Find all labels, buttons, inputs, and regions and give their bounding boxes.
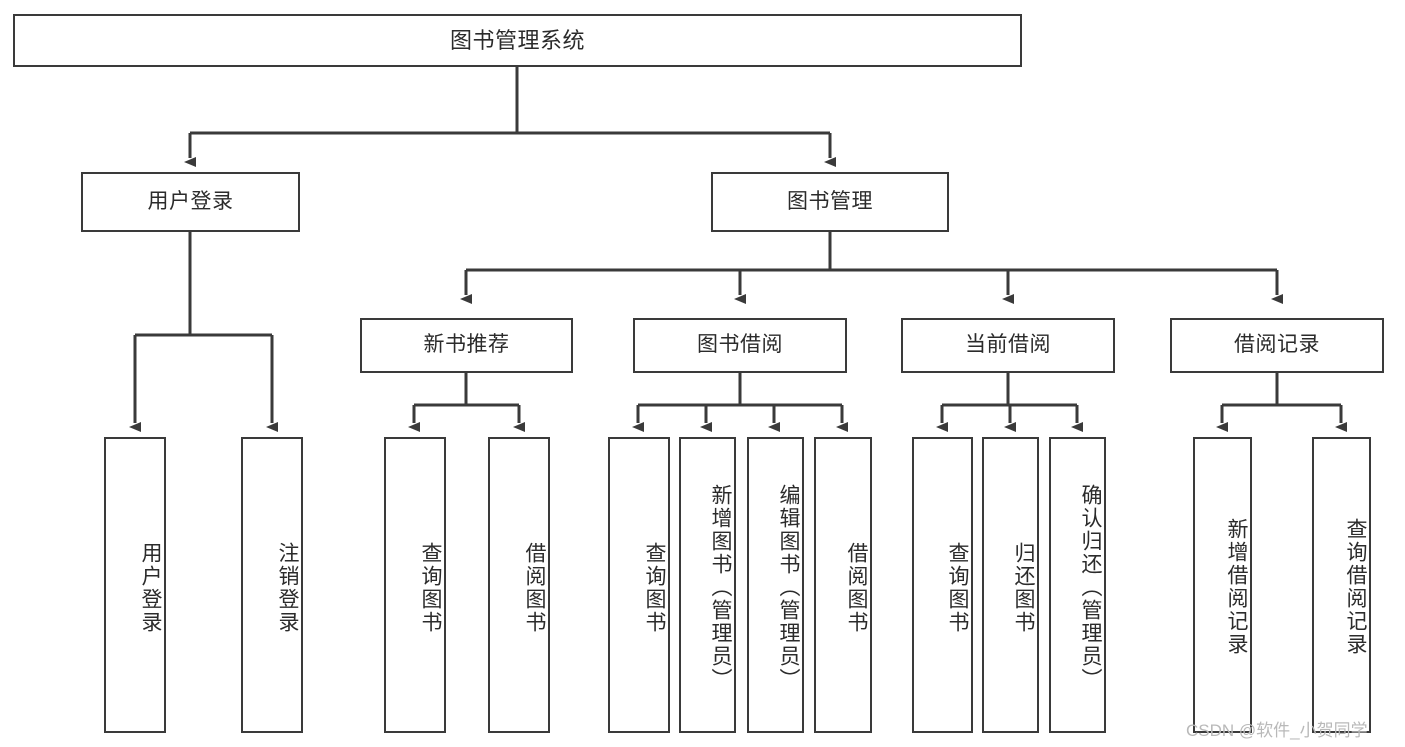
node-current-borrow[interactable]: 当前借阅 xyxy=(901,318,1115,373)
leaf-user-login-login[interactable]: 用户登录 xyxy=(104,437,166,733)
leaf-new-book-query[interactable]: 查询图书 xyxy=(384,437,446,733)
leaf-current-borrow-confirm-admin[interactable]: 确认归还（管理员） xyxy=(1049,437,1106,733)
leaf-book-borrow-query[interactable]: 查询图书 xyxy=(608,437,670,733)
node-book-management[interactable]: 图书管理 xyxy=(711,172,949,232)
leaf-book-borrow-edit-admin[interactable]: 编辑图书（管理员） xyxy=(747,437,804,733)
leaf-current-borrow-query[interactable]: 查询图书 xyxy=(912,437,973,733)
csdn-watermark: CSDN @软件_小贺同学 xyxy=(1186,721,1368,740)
leaf-user-login-logout[interactable]: 注销登录 xyxy=(241,437,303,733)
leaf-book-borrow-add-admin[interactable]: 新增图书（管理员） xyxy=(679,437,736,733)
leaf-borrow-record-add[interactable]: 新增借阅记录 xyxy=(1193,437,1252,733)
node-new-book-recommend[interactable]: 新书推荐 xyxy=(360,318,573,373)
leaf-book-borrow-borrow[interactable]: 借阅图书 xyxy=(814,437,872,733)
node-root-system[interactable]: 图书管理系统 xyxy=(13,14,1022,67)
leaf-current-borrow-return[interactable]: 归还图书 xyxy=(982,437,1039,733)
node-borrow-record[interactable]: 借阅记录 xyxy=(1170,318,1384,373)
leaf-borrow-record-query[interactable]: 查询借阅记录 xyxy=(1312,437,1371,733)
node-book-borrow[interactable]: 图书借阅 xyxy=(633,318,847,373)
node-user-login[interactable]: 用户登录 xyxy=(81,172,300,232)
leaf-new-book-borrow[interactable]: 借阅图书 xyxy=(488,437,550,733)
